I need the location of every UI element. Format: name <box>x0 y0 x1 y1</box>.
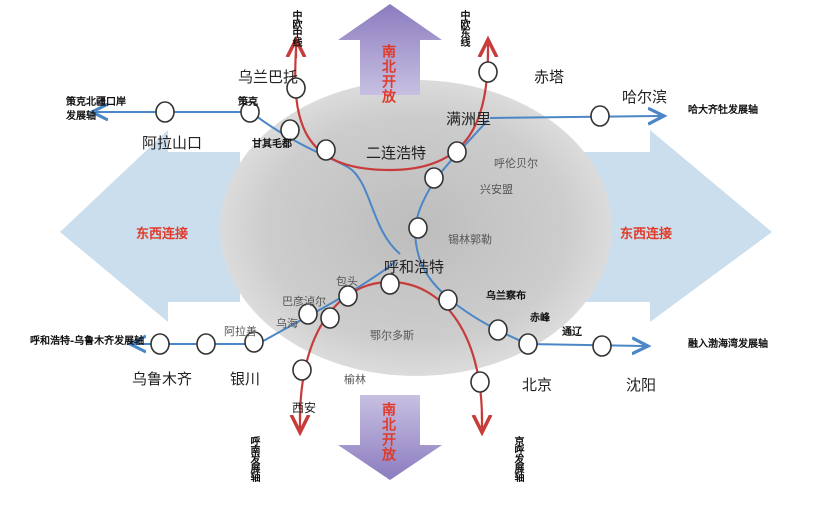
region-xilinguole: 锡林郭勒 <box>448 233 492 246</box>
node-huhehaote <box>380 273 400 295</box>
node-manzhouli <box>590 105 610 127</box>
city-haerbin: 哈尔滨 <box>622 88 668 106</box>
corridor-hada: 哈大齐牡发展轴 <box>688 105 758 116</box>
node-xian <box>292 359 312 381</box>
city-manzhouli: 满洲里 <box>446 110 492 128</box>
corridor-zhongou-zhong: 中欧中线 <box>290 10 301 46</box>
east-arrow <box>578 130 772 322</box>
node-baotou <box>338 285 358 307</box>
city-erlianhaote: 二连浩特 <box>366 144 427 162</box>
node-beijing <box>470 371 490 393</box>
region-xinganmeng: 兴安盟 <box>480 183 513 196</box>
east-arrow-label: 东西连接 <box>620 227 673 242</box>
node-wulanbatuo <box>286 77 306 99</box>
city-wuhai: 乌海 <box>276 317 298 330</box>
corridor-hunan-south: 呼南发展轴 <box>248 436 259 481</box>
station-nodes <box>150 61 612 393</box>
node-alashan <box>244 331 264 353</box>
west-arrow-label: 东西连接 <box>136 227 189 242</box>
node-tongliao <box>518 333 538 355</box>
city-shenyang: 沈阳 <box>626 376 657 394</box>
region-yulin: 榆林 <box>344 373 366 386</box>
city-xian: 西安 <box>292 401 317 415</box>
city-ganqimaodu: 甘其毛都 <box>252 139 292 150</box>
city-tongliao: 通辽 <box>562 327 582 338</box>
node-ceke <box>240 101 260 123</box>
corridor-huwu: 呼和浩特-乌鲁木齐发展轴 <box>30 336 145 347</box>
node-chita <box>478 61 498 83</box>
city-chifeng: 赤峰 <box>530 313 550 324</box>
region-hulunbeier: 呼伦贝尔 <box>494 157 538 170</box>
city-wulanbatuo: 乌兰巴托 <box>238 68 299 86</box>
west-arrow <box>60 130 240 322</box>
south-arrow-label: 南北开放 <box>380 402 396 462</box>
node-wulumuqi <box>150 333 170 355</box>
corridor-zhongou-dong: 中欧东线 <box>458 10 469 46</box>
corridor-cekebei: 策克北疆口岸发展轴 <box>66 97 126 122</box>
node-hulunbeier <box>424 167 444 189</box>
city-wulanchabu: 乌兰察布 <box>486 291 526 302</box>
corridor-jinghu-south: 京呼发展轴 <box>512 436 523 481</box>
node-ganqimaodu <box>280 119 300 141</box>
node-chifeng <box>488 319 508 341</box>
city-baotou: 包头 <box>336 275 358 288</box>
node-ceke-west <box>155 101 175 123</box>
node-shenyang <box>592 335 612 357</box>
city-chita: 赤塔 <box>534 68 565 86</box>
north-arrow-label: 南北开放 <box>380 44 396 104</box>
city-alashan: 阿拉善 <box>224 325 257 338</box>
region-eerduosi: 鄂尔多斯 <box>370 329 414 342</box>
node-bayannaoer <box>320 307 340 329</box>
node-erlian-west <box>316 139 336 161</box>
city-bayannaoer: 巴彦淖尔 <box>282 295 326 308</box>
node-xilinguole <box>408 217 428 239</box>
city-huhehaote: 呼和浩特 <box>384 258 445 276</box>
corridor-bohai: 融入渤海湾发展轴 <box>688 339 768 350</box>
city-ceke: 策克 <box>238 97 258 108</box>
node-wulanchabu <box>438 289 458 311</box>
city-beijing: 北京 <box>522 376 553 394</box>
south-arrow <box>338 395 442 480</box>
north-arrow <box>338 4 442 95</box>
city-wulumuqi: 乌鲁木齐 <box>132 370 193 388</box>
city-alashankou: 阿拉山口 <box>142 134 203 152</box>
node-wuhai <box>298 303 318 325</box>
city-yinchuan: 银川 <box>230 370 261 388</box>
node-erlianhaote <box>447 141 467 163</box>
node-yinchuan <box>196 333 216 355</box>
